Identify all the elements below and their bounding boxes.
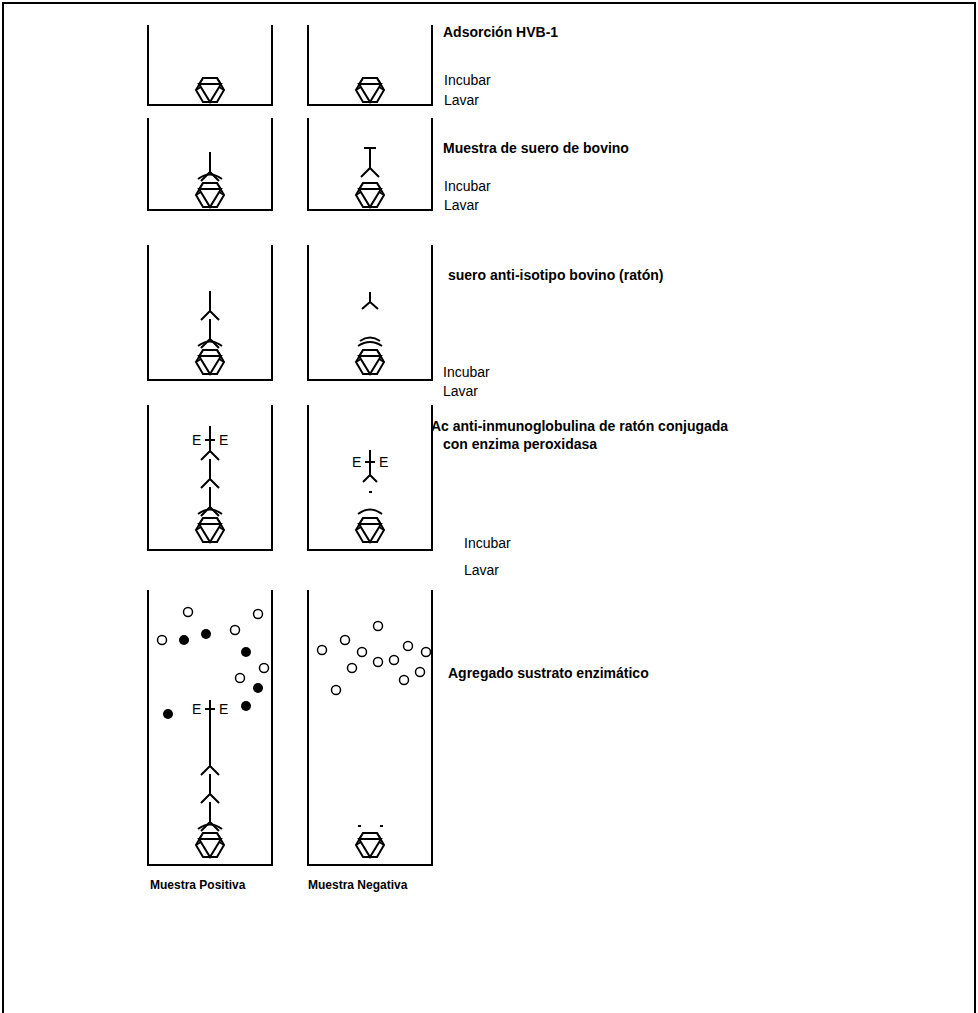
step-action: Incubar xyxy=(444,178,491,196)
step-action: Lavar xyxy=(443,383,478,401)
step-action: Incubar xyxy=(444,72,491,90)
step-title: Adsorción HVB-1 xyxy=(443,24,558,42)
step-title: Muestra de suero de bovino xyxy=(443,140,629,158)
well-caption: Muestra Negativa xyxy=(308,878,407,893)
step-title: Ac anti-inmunoglobulina de ratón conjuga… xyxy=(431,418,743,453)
enzyme-label: E xyxy=(192,701,201,717)
step-action: Lavar xyxy=(444,92,479,110)
enzyme-label: E xyxy=(219,701,228,717)
enzyme-label: E xyxy=(219,432,228,448)
step-action: Lavar xyxy=(444,197,479,215)
enzyme-label: E xyxy=(352,454,361,470)
well xyxy=(148,25,432,865)
enzyme-label: E xyxy=(192,432,201,448)
step-action: Lavar xyxy=(464,562,499,580)
enzyme-label: E xyxy=(379,454,388,470)
well-caption: Muestra Positiva xyxy=(150,878,245,893)
step-action: Incubar xyxy=(464,535,511,553)
step-action: Incubar xyxy=(443,364,490,382)
step-title: suero anti-isotipo bovino (ratón) xyxy=(448,267,663,285)
step-title: Agregado sustrato enzimático xyxy=(448,665,649,683)
